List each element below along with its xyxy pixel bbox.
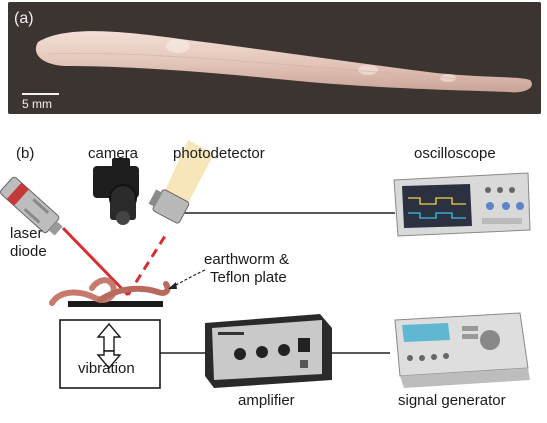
earthworm-label-line2: Teflon plate xyxy=(210,269,287,286)
amplifier-icon xyxy=(205,314,332,388)
scale-bar xyxy=(22,93,59,95)
oscilloscope-label: oscilloscope xyxy=(414,145,496,162)
setup-diagram xyxy=(0,140,531,389)
incident-laser-beam xyxy=(61,226,130,297)
panel-b-label: (b) xyxy=(16,145,35,162)
setup-diagram-panel: (b) camera photodetector oscilloscope la… xyxy=(0,118,547,423)
laser-label-line1: laser xyxy=(10,225,43,242)
camera-icon xyxy=(93,158,139,225)
earthworm-photo xyxy=(8,2,541,114)
laser-label-line2: diode xyxy=(10,243,47,260)
amplifier-label: amplifier xyxy=(238,392,295,409)
reflected-laser-beam xyxy=(126,235,167,296)
earthworm-on-plate-icon xyxy=(49,277,171,307)
scale-bar-label: 5 mm xyxy=(22,97,52,111)
double-arrow-icon xyxy=(96,322,122,370)
vibration-label: vibration xyxy=(78,360,135,377)
earthworm-label-line1: earthworm & xyxy=(204,251,290,268)
signal-generator-icon xyxy=(394,312,530,388)
panel-a-label: (a) xyxy=(14,10,34,27)
photodetector-icon xyxy=(148,140,214,224)
photodetector-label: photodetector xyxy=(173,145,265,162)
signal-generator-label: signal generator xyxy=(398,392,506,409)
oscilloscope-icon xyxy=(393,172,531,237)
earthworm-body xyxy=(35,31,532,93)
laser-diode-icon xyxy=(0,176,63,236)
earthworm-photo-panel: (a) 5 mm xyxy=(8,2,541,114)
camera-label: camera xyxy=(88,145,139,162)
